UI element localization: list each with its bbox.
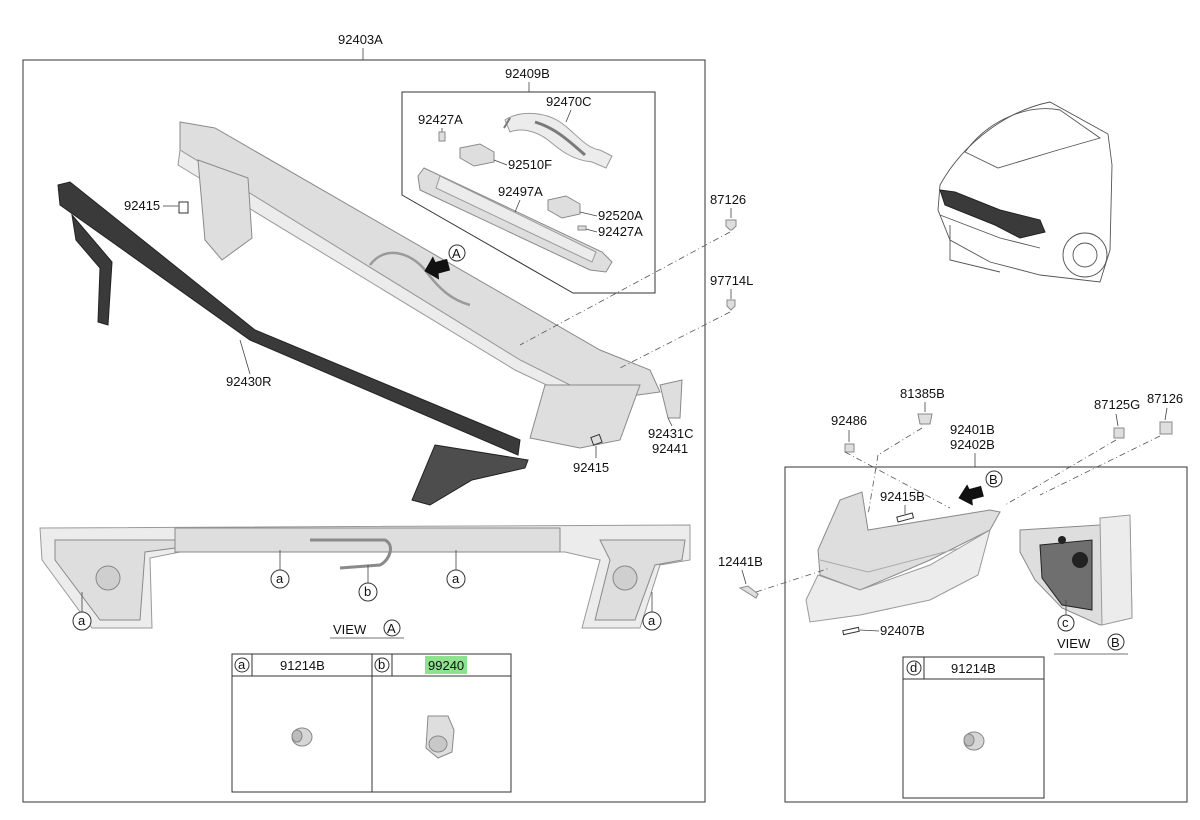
label-92415-center[interactable]: 92415 xyxy=(573,460,609,475)
inset-table-right xyxy=(902,656,1045,799)
view-B-circle xyxy=(1107,633,1125,651)
nut-87125G[interactable] xyxy=(1113,427,1125,439)
inset-b-highlight xyxy=(425,656,467,674)
label-92401B[interactable]: 92401B xyxy=(950,422,995,437)
label-92470C[interactable]: 92470C xyxy=(546,94,592,109)
label-92407B[interactable]: 92407B xyxy=(880,623,925,638)
inset-b-key-text: b xyxy=(378,657,385,672)
vehicle-thumbnail xyxy=(937,101,1113,283)
label-87126-right[interactable]: 87126 xyxy=(1147,391,1183,406)
lamp-housing-92497A[interactable] xyxy=(417,167,613,273)
label-92402B[interactable]: 92402B xyxy=(950,437,995,452)
bracket-92431C[interactable] xyxy=(659,379,683,419)
label-92431C[interactable]: 92431C xyxy=(648,426,694,441)
lamp-socket-92520A[interactable] xyxy=(547,195,581,219)
label-92427A-bottom[interactable]: 92427A xyxy=(598,224,643,239)
pad-92486[interactable] xyxy=(844,443,855,453)
view-A-label: VIEW xyxy=(333,622,367,637)
view-A-inner-panel[interactable] xyxy=(39,524,691,629)
sub-assembly-box xyxy=(401,91,656,294)
callout-a-1-text: a xyxy=(276,571,284,586)
clip-92415-center[interactable] xyxy=(590,433,603,446)
label-92427A-top[interactable]: 92427A xyxy=(418,112,463,127)
view-A-circle xyxy=(383,619,401,637)
label-81385B[interactable]: 81385B xyxy=(900,386,945,401)
view-B-letter: B xyxy=(1111,635,1120,650)
inset-b-key xyxy=(374,657,390,673)
label-92430R[interactable]: 92430R xyxy=(226,374,272,389)
label-92409B[interactable]: 92409B xyxy=(505,66,550,81)
wiring-harness[interactable] xyxy=(503,113,613,169)
view-A-letter: A xyxy=(387,621,396,636)
view-B-lamp-rear[interactable] xyxy=(1019,514,1133,626)
label-92486[interactable]: 92486 xyxy=(831,413,867,428)
label-12441B[interactable]: 12441B xyxy=(718,554,763,569)
lamp-socket-92510F[interactable] xyxy=(459,143,495,167)
callout-circle-A[interactable] xyxy=(448,244,466,262)
inset-d-part[interactable]: 91214B xyxy=(951,661,996,676)
grommet-91214B-right[interactable] xyxy=(963,731,985,751)
callout-A-top[interactable]: A xyxy=(452,246,461,261)
direction-arrow-A xyxy=(424,256,451,280)
label-92497A[interactable]: 92497A xyxy=(498,184,543,199)
screw-87126-top[interactable] xyxy=(725,219,737,231)
view-B-label: VIEW xyxy=(1057,636,1091,651)
rear-garnish-lamp[interactable] xyxy=(177,121,661,449)
callout-B-top[interactable]: B xyxy=(989,472,998,487)
label-92403A[interactable]: 92403A xyxy=(338,32,383,47)
clip-81385B[interactable] xyxy=(917,413,933,425)
clip-92407B[interactable] xyxy=(842,626,860,636)
inset-d-key-text: d xyxy=(910,660,917,675)
screw-92427A-top[interactable] xyxy=(438,131,446,142)
gasket-92430R[interactable] xyxy=(57,181,529,506)
assembly-frame-left xyxy=(22,59,706,803)
clip-92415-left[interactable] xyxy=(178,201,189,214)
label-92415B[interactable]: 92415B xyxy=(880,489,925,504)
label-87125G[interactable]: 87125G xyxy=(1094,397,1140,412)
screw-12441B[interactable] xyxy=(738,585,759,599)
label-92441[interactable]: 92441 xyxy=(652,441,688,456)
grommet-91214B-left[interactable] xyxy=(291,727,313,747)
callout-a-2-text: a xyxy=(452,571,460,586)
direction-arrow-B xyxy=(958,484,984,506)
inset-a-key-text: a xyxy=(238,657,246,672)
label-92415-left[interactable]: 92415 xyxy=(124,198,160,213)
nut-97714L[interactable] xyxy=(726,299,736,311)
label-92510F[interactable]: 92510F xyxy=(508,157,552,172)
socket-99240[interactable] xyxy=(425,715,455,759)
clip-92415B[interactable] xyxy=(896,512,915,523)
assembly-frame-right xyxy=(784,466,1188,803)
callout-c-text: c xyxy=(1062,615,1069,630)
rear-combination-lamp[interactable] xyxy=(805,491,1001,623)
callout-a-4-text: a xyxy=(648,613,656,628)
inset-b-part[interactable]: 99240 xyxy=(428,658,464,673)
label-92520A[interactable]: 92520A xyxy=(598,208,643,223)
inset-a-part[interactable]: 91214B xyxy=(280,658,325,673)
nut-87126-right[interactable] xyxy=(1159,421,1173,435)
callout-a-3-text: a xyxy=(78,613,86,628)
screw-92427A-bottom[interactable] xyxy=(577,225,587,231)
callout-b-1-text: b xyxy=(364,584,371,599)
label-87126-top[interactable]: 87126 xyxy=(710,192,746,207)
inset-a-key xyxy=(234,657,250,673)
callout-circle-B[interactable] xyxy=(985,470,1003,488)
inset-d-key xyxy=(906,660,922,676)
label-97714L[interactable]: 97714L xyxy=(710,273,753,288)
inset-table-left xyxy=(231,653,512,793)
